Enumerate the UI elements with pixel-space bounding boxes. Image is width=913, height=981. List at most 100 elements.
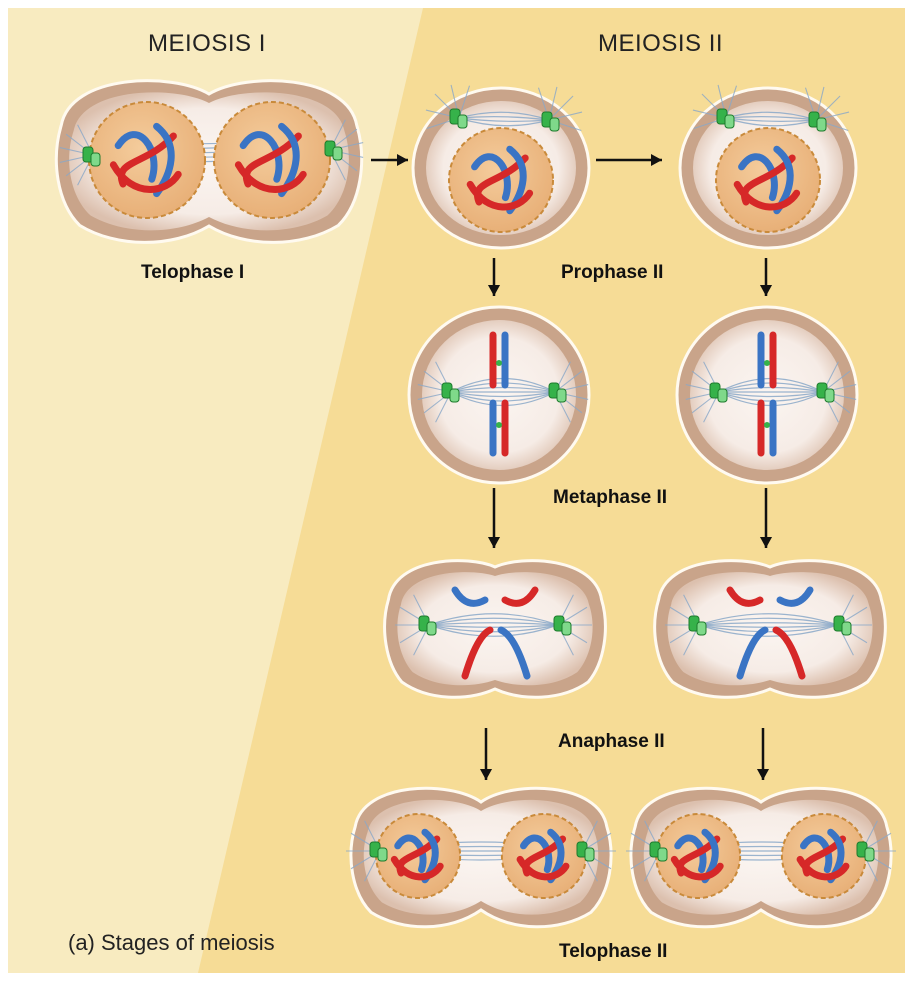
centriole [657,847,668,862]
centriole [377,847,388,862]
spindle-fiber [725,111,817,121]
centromere [496,360,502,366]
chromosome [796,855,850,881]
chromosome [114,131,158,183]
spindle-fiber [428,613,559,626]
spindle-fiber [725,117,817,127]
spindle-fiber [698,617,839,626]
centromere [496,422,502,428]
chromosome [466,180,534,211]
spindle-fiber [428,622,559,626]
chromosome [451,586,489,607]
cytoplasm [397,572,593,686]
chromosome [461,626,494,680]
centromere [764,360,770,366]
spindle-fiber [458,116,550,121]
chromosome [471,153,511,202]
chromosome [234,161,307,193]
spindle-fiber [718,391,824,398]
chromosome [239,131,283,183]
chromosome [670,855,724,881]
metaphase-2-label: Metaphase II [553,487,668,508]
chromosome [390,855,444,881]
cytoplasm [667,572,873,686]
spindle-fiber [698,624,839,633]
chromosome [394,834,427,874]
centriole [841,621,852,636]
centriole [457,114,468,129]
arrow-anaphase-to-telophase-right [756,728,770,780]
figure-caption: (a) Stages of meiosis [68,930,275,955]
spindle-fiber [428,617,559,626]
chromosome [516,855,570,881]
anaphase-2-label: Anaphase II [558,731,665,752]
centriole [449,388,460,403]
spindle-fiber [698,622,839,626]
chromosome [674,834,707,874]
telophase-2-cell-right [626,786,896,929]
cytoplasm [422,320,576,470]
metaphase-2-cell-left [407,305,591,485]
centriole [864,847,875,862]
anaphase-2-cell-right [653,559,887,699]
chromosome [733,180,801,211]
centriole [584,847,595,862]
meiosis-2-header: MEIOSIS II [598,30,724,57]
aster-fiber [548,95,574,121]
telophase-2-cell-left [346,786,616,929]
chromosome [776,586,814,607]
nucleus [88,101,206,219]
telophase-1-cell [54,79,364,244]
arrow-head [479,769,493,780]
arrow-head [397,153,408,167]
chromosome [726,586,764,607]
prophase-2-cell-right [678,84,858,250]
arrow-metaphase-to-anaphase-left [487,488,501,548]
aster-fiber [458,85,471,119]
arrow-head [487,537,501,548]
centriole [90,152,101,167]
meiosis-1-header: MEIOSIS I [148,30,266,57]
spindle-fiber [428,624,559,633]
spindle-fiber [458,111,550,121]
telophase-1-label: Telophase I [141,262,245,283]
metaphase-2-cell-right [675,305,859,485]
centriole [556,388,567,403]
telophase-2-label: Telophase II [559,941,668,962]
anaphase-2-cell-left [383,559,607,699]
meiosis-1-panel [8,8,423,973]
aster-fiber [725,85,738,119]
spindle-fiber [698,624,839,637]
arrow-prophase-to-metaphase-right [759,258,773,296]
centriole [549,117,560,132]
prophase-2-label: Prophase II [561,262,664,283]
arrow-anaphase-to-telophase-left [479,728,493,780]
chromosome [109,161,182,193]
centriole [724,114,735,129]
nucleus [213,101,331,219]
chromosome [519,834,553,874]
aster-fiber [815,95,841,121]
chromosome [497,626,531,680]
centriole [824,388,835,403]
chromosome [738,153,778,202]
spindle-fiber [458,117,550,127]
arrow-prophase-to-metaphase-left [487,258,501,296]
spindle-fiber [698,613,839,626]
centromere [764,422,770,428]
spindle-fiber [428,624,559,628]
chromosome [736,626,769,680]
nucleus [715,127,821,233]
arrow-head [651,153,662,167]
centriole [696,621,707,636]
spindle-fiber [725,116,817,121]
arrow-head [759,537,773,548]
arrow-head [756,769,770,780]
arrow-head [759,285,773,296]
chromosome [772,626,806,680]
nucleus [448,127,554,233]
arrow-head [487,285,501,296]
chromosome [501,586,539,607]
